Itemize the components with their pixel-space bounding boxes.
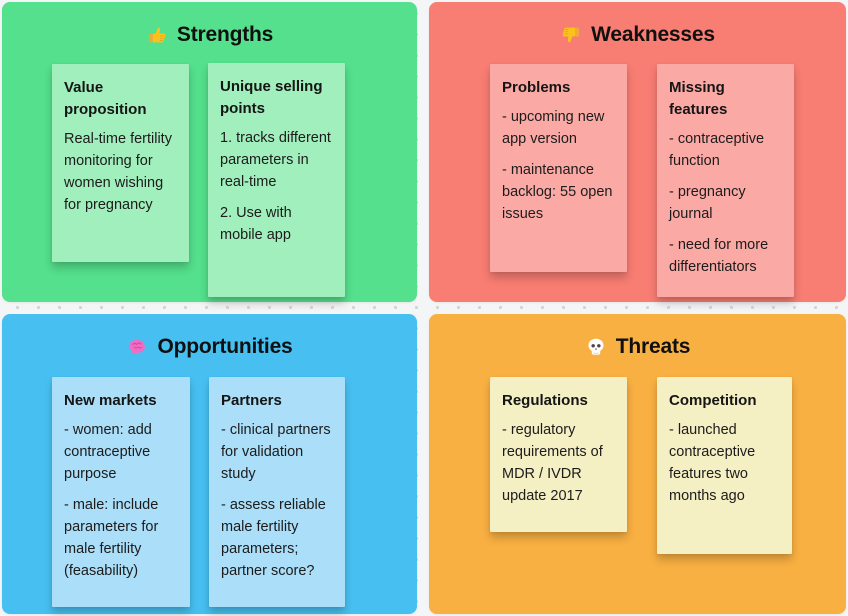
note-title: Partners (221, 392, 282, 409)
note-paragraph: - pregnancy journal (669, 184, 746, 222)
note-paragraph: - need for more differentiators (669, 237, 769, 275)
sticky-note-competition[interactable]: Competition - launched contraceptive fea… (657, 377, 792, 554)
note-title: Missing features (669, 79, 728, 118)
note-title: Unique selling points (220, 78, 323, 117)
note-paragraph: - regulatory requirements of MDR / IVDR … (502, 422, 603, 504)
sticky-note-unique-selling-points[interactable]: Unique selling points 1. tracks differen… (208, 63, 345, 297)
note-paragraph: - clinical partners for validation study (221, 422, 331, 482)
note-title: Competition (669, 392, 757, 409)
note-paragraph: - contraceptive function (669, 131, 765, 169)
skull-icon (585, 336, 607, 358)
quadrant-strengths[interactable]: Strengths Value proposition Real-time fe… (2, 2, 417, 302)
note-paragraph: - maintenance backlog: 55 open issues (502, 162, 613, 222)
note-paragraph: 2. Use with mobile app (220, 205, 292, 243)
quadrant-title: Weaknesses (591, 23, 715, 46)
quadrant-opportunities[interactable]: Opportunities New markets - women: add c… (2, 314, 417, 614)
quadrant-threats[interactable]: Threats Regulations - regulatory require… (429, 314, 846, 614)
opportunities-header: Opportunities (2, 335, 417, 359)
quadrant-title: Strengths (176, 23, 274, 46)
thumbs-down-icon (560, 24, 582, 46)
quadrant-title: Threats (615, 335, 691, 358)
note-title: New markets (64, 392, 157, 409)
quadrant-title: Opportunities (157, 335, 293, 358)
quadrant-weaknesses[interactable]: Weaknesses Problems - upcoming new app v… (429, 2, 846, 302)
weaknesses-header: Weaknesses (429, 23, 846, 47)
note-title: Regulations (502, 392, 588, 409)
sticky-note-partners[interactable]: Partners - clinical partners for validat… (209, 377, 345, 607)
note-paragraph: - assess reliable male fertility paramet… (221, 497, 326, 579)
sticky-note-problems[interactable]: Problems - upcoming new app version - ma… (490, 64, 627, 272)
sticky-note-regulations[interactable]: Regulations - regulatory requirements of… (490, 377, 627, 532)
thumbs-up-icon (146, 24, 168, 46)
threats-header: Threats (429, 335, 846, 359)
note-paragraph: - male: include parameters for male fert… (64, 497, 159, 579)
note-paragraph: Real-time fertility monitoring for women… (64, 131, 172, 213)
note-title: Problems (502, 79, 571, 96)
note-paragraph: - women: add contraceptive purpose (64, 422, 152, 482)
sticky-note-value-proposition[interactable]: Value proposition Real-time fertility mo… (52, 64, 189, 262)
brain-icon (126, 336, 148, 358)
note-title: Value proposition (64, 79, 147, 118)
sticky-note-missing-features[interactable]: Missing features - contraceptive functio… (657, 64, 794, 297)
note-paragraph: - upcoming new app version (502, 109, 605, 147)
note-paragraph: 1. tracks different parameters in real-t… (220, 130, 331, 190)
note-paragraph: - launched contraceptive features two mo… (669, 422, 756, 504)
strengths-header: Strengths (2, 23, 417, 47)
sticky-note-new-markets[interactable]: New markets - women: add contraceptive p… (52, 377, 190, 607)
